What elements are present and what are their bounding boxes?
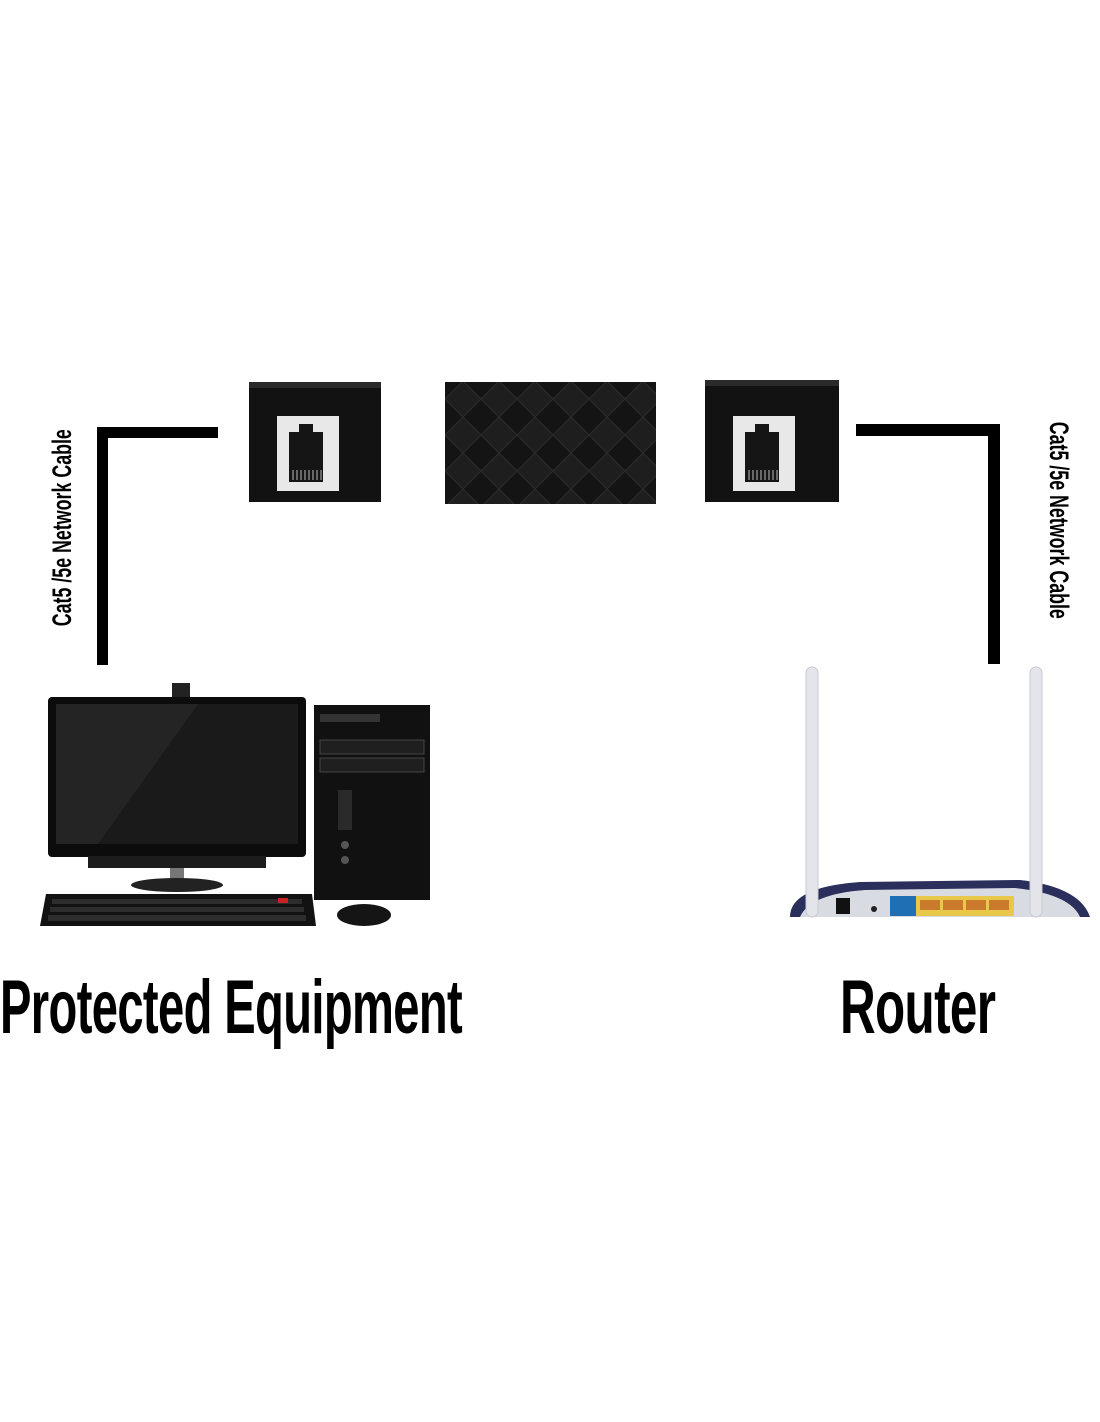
left-cable-label-text: Cat5 /5e Network Cable: [47, 428, 77, 627]
left-cable-horizontal: [97, 427, 218, 438]
rj45-module-right: [705, 380, 839, 502]
protected-equipment-title-text: Protected Equipment: [0, 965, 463, 1050]
surge-protector: [445, 382, 656, 504]
right-cable-label: Cat5 /5e Network Cable: [1043, 348, 1074, 693]
router-title-text: Router: [840, 965, 996, 1050]
router-title: Router: [840, 964, 1079, 1051]
antenna-right: [1029, 666, 1043, 918]
wireless-router: [790, 666, 1090, 918]
desktop-computer: [40, 683, 430, 926]
right-cable-vertical: [988, 424, 1000, 664]
rj45-module-left: [249, 382, 381, 502]
computer-tower: [314, 705, 430, 900]
webcam-icon: [172, 683, 190, 699]
power-port: [836, 898, 850, 914]
protected-equipment-title: Protected Equipment: [0, 964, 745, 1051]
antenna-left: [805, 666, 819, 918]
left-cable-vertical: [97, 427, 108, 665]
mouse: [337, 904, 391, 926]
left-cable-label: Cat5 /5e Network Cable: [47, 355, 78, 700]
right-cable-label-text: Cat5 /5e Network Cable: [1044, 421, 1074, 620]
right-cable-horizontal: [856, 424, 1000, 436]
wan-port: [890, 896, 916, 916]
